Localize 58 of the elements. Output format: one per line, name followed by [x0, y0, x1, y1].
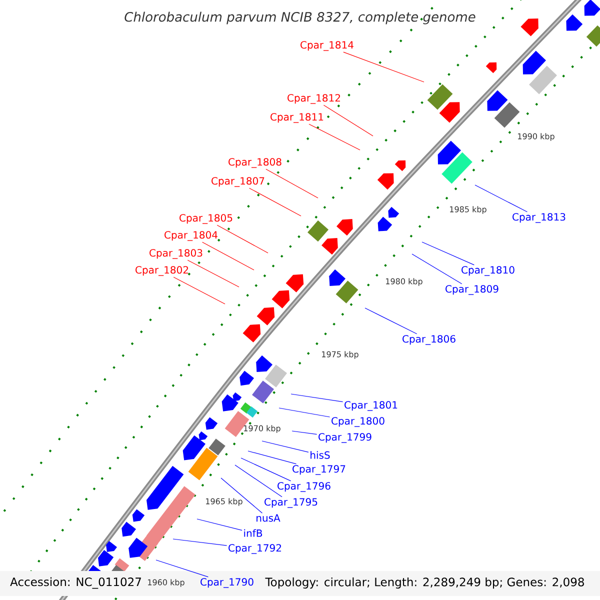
- gene-label: Cpar_1810: [462, 266, 514, 276]
- gene-label: infB: [244, 529, 262, 537]
- gene-label: hisS: [310, 451, 330, 459]
- tick-label: 1985 kbp: [450, 206, 486, 214]
- leader-line: [323, 104, 374, 136]
- leader-line: [290, 394, 344, 402]
- leader-line: [216, 224, 268, 254]
- leader-line: [474, 184, 528, 212]
- tick-label: 1960 kbp: [148, 579, 184, 587]
- gene-label: Cpar_1802: [136, 266, 188, 276]
- title: Chlorobaculum parvum NCIB 8327, complete genome: [124, 12, 476, 24]
- leader-line: [343, 52, 424, 82]
- footer-text: Accession: NC_011027: [10, 577, 141, 589]
- gene-label: Cpar_1807: [212, 177, 264, 187]
- tick-label: 1980 kbp: [386, 278, 422, 286]
- gene-label: Cpar_1814: [300, 41, 354, 51]
- gene-label: Cpar_1792: [228, 544, 281, 554]
- leader-line: [172, 538, 228, 546]
- tick-label: 1965 kbp: [206, 498, 242, 506]
- leader-line: [308, 124, 360, 150]
- leader-line: [220, 478, 263, 514]
- footer-text: Topology: circular; Length: 2,289,249 bp; Genes: 2,098: [265, 577, 584, 589]
- gene-label: Cpar_1795: [264, 498, 318, 508]
- gene-label: Cpar_1804: [164, 231, 218, 241]
- leader-line: [196, 518, 242, 531]
- leader-line: [266, 168, 318, 198]
- gene-label: Cpar_1811: [270, 113, 324, 123]
- gene-label: Cpar_1790: [200, 578, 254, 588]
- leader-line: [187, 260, 240, 288]
- gene-label: Cpar_1805: [180, 214, 232, 224]
- gene-label: Cpar_1809: [446, 285, 498, 295]
- gene-label: Cpar_1800: [332, 417, 384, 427]
- gene-label: Cpar_1812: [288, 94, 340, 104]
- tick-label: 1970 kbp: [244, 425, 280, 433]
- leader-line: [364, 308, 418, 334]
- gene-label: Cpar_1797: [292, 465, 346, 475]
- gene-label: Cpar_1808: [228, 158, 282, 168]
- gene-label: Cpar_1803: [150, 249, 202, 259]
- tick-label: 1975 kbp: [322, 351, 358, 359]
- gene-label: Cpar_1796: [278, 482, 330, 492]
- leader-line: [202, 242, 254, 270]
- leader-line: [248, 450, 297, 464]
- leader-line: [422, 242, 474, 266]
- leader-line: [248, 188, 302, 216]
- leader-line: [262, 440, 309, 453]
- tick-label: 1990 kbp: [518, 133, 554, 141]
- leader-line: [156, 560, 208, 578]
- leader-line: [412, 254, 462, 284]
- leader-line: [278, 408, 330, 418]
- gene-label: Cpar_1813: [512, 213, 566, 223]
- gene-label: Cpar_1799: [318, 433, 372, 443]
- leader-line: [240, 458, 292, 482]
- leader-line: [234, 464, 282, 498]
- leader-line: [173, 276, 226, 304]
- leader-line: [292, 430, 318, 435]
- gene-label: Cpar_1806: [402, 335, 456, 345]
- gene-label: Cpar_1801: [344, 401, 398, 411]
- gene-label: nusA: [256, 514, 280, 522]
